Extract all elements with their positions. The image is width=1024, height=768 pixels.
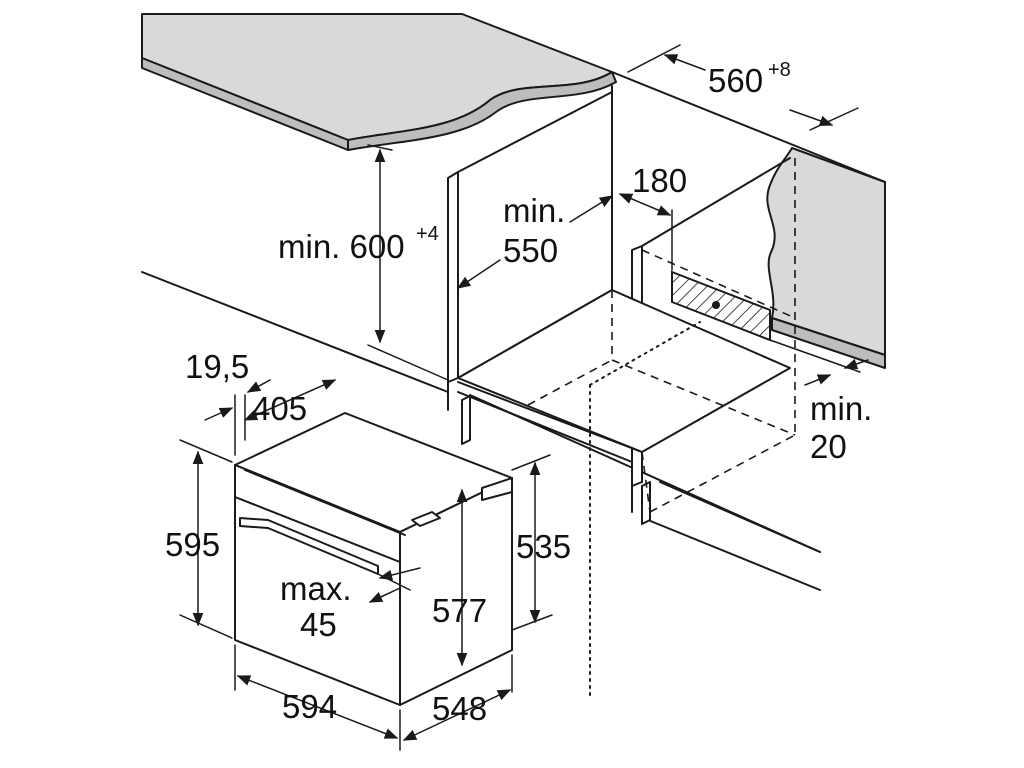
niche-width-label: 560	[708, 62, 763, 99]
cabinet-niche	[447, 85, 791, 525]
rear-gap-prefix: min.	[810, 390, 872, 427]
dimension-labels: 560 +8 min. 600 +4 min. 550 180 min. 20 …	[165, 59, 872, 727]
oven-body-height-label: 535	[516, 528, 571, 565]
oven-appliance	[234, 412, 513, 706]
right-countertop	[766, 147, 886, 369]
niche-width-tolerance: +8	[768, 59, 791, 81]
front-panel-thickness-label: 19,5	[185, 348, 249, 385]
oven-depth-label: 548	[432, 690, 487, 727]
left-countertop	[141, 13, 617, 151]
oven-height-label: 595	[165, 526, 220, 563]
oven-width-label: 594	[282, 688, 337, 725]
rear-gap-value: 20	[810, 428, 847, 465]
front-offset-label: 405	[252, 390, 307, 427]
handle-prefix: max.	[280, 570, 352, 607]
dimension-lines	[179, 44, 869, 751]
niche-depth-prefix: min.	[503, 192, 565, 229]
vent-opening-label: 180	[632, 162, 687, 199]
niche-height-label: min. 600	[278, 228, 405, 265]
hidden-edges	[527, 158, 796, 696]
handle-value: 45	[300, 606, 337, 643]
niche-depth-value: 550	[503, 232, 558, 269]
niche-height-tolerance: +4	[416, 223, 439, 245]
oven-inner-height-label: 577	[432, 592, 487, 629]
